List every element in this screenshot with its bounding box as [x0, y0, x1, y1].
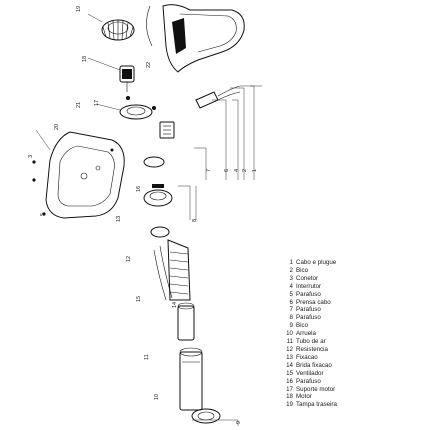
callout-14: 14 [172, 302, 178, 308]
legend-item-number: 19 [286, 401, 293, 409]
callout-18: 18 [82, 56, 88, 62]
callout-7: 7 [206, 169, 212, 172]
legend-item-label: Bico [296, 322, 309, 330]
part-resistance [150, 226, 191, 301]
legend-item-number: 2 [289, 266, 293, 274]
callout-21: 21 [76, 102, 82, 108]
callout-labels: 19 18 22 21 17 20 3 5 16 13 12 15 14 11 … [28, 6, 258, 424]
legend-item-label: Ventilador [296, 369, 324, 377]
legend-item-number: 9 [289, 322, 293, 330]
part-handle-half [35, 129, 125, 219]
callout-12: 12 [126, 256, 132, 262]
legend-item-label: Tubo de ar [296, 338, 326, 346]
part-fan [143, 156, 173, 207]
legend-item-number: 5 [289, 290, 293, 298]
legend-item-number: 18 [286, 393, 293, 401]
callout-6: 6 [224, 169, 230, 172]
legend-item-label: Tampa traseira [296, 401, 337, 409]
callout-13: 13 [116, 216, 122, 222]
part-screws-left [32, 160, 46, 216]
legend-item-label: Interrutor [296, 282, 322, 290]
part-washer [191, 408, 221, 424]
part-motor [87, 57, 135, 92]
legend-item-number: 12 [286, 345, 293, 353]
legend-item-number: 8 [289, 314, 293, 322]
callout-16: 16 [136, 186, 142, 192]
callout-11: 11 [144, 354, 150, 360]
legend-item-label: Parafuso [296, 290, 321, 298]
legend-item-number: 4 [289, 282, 293, 290]
callout-9: 9 [236, 421, 242, 424]
legend-item-number: 7 [289, 306, 293, 314]
legend-item-label: Parafuso [296, 377, 321, 385]
legend-item-label: Conetor [296, 274, 319, 282]
legend-item-number: 17 [286, 385, 293, 393]
legend-item-label: Fixacao [296, 353, 318, 361]
legend-item-label: Prensa cabo [296, 298, 331, 306]
part-cable-plug [195, 85, 262, 109]
part-nozzle [179, 347, 203, 411]
legend-item-label: Arruela [296, 330, 316, 338]
part-switch [159, 121, 175, 139]
callout-15: 15 [136, 296, 142, 302]
legend-item-number: 6 [289, 298, 293, 306]
legend-item-number: 14 [286, 361, 293, 369]
legend-item-label: Parafuso [296, 306, 321, 314]
legend-item-label: Cabo e plugue [296, 259, 337, 266]
callout-2: 2 [242, 169, 248, 172]
callout-8: 8 [192, 219, 198, 222]
callout-20: 20 [54, 124, 60, 130]
part-handle-assembly [146, 4, 245, 73]
legend-item-label: Motor [296, 393, 312, 401]
part-motor-support [95, 96, 156, 120]
part-air-tube [177, 302, 195, 341]
callout-5: 5 [40, 213, 46, 216]
callout-17: 17 [94, 100, 100, 106]
legend-item-number: 3 [289, 274, 293, 282]
legend-item-number: 11 [286, 338, 293, 346]
legend-item-label: Resistencia [296, 345, 328, 353]
legend-item-number: 15 [286, 369, 293, 377]
callout-4: 4 [234, 169, 240, 172]
callout-3: 3 [28, 155, 34, 158]
callout-22: 22 [146, 62, 152, 68]
callout-10: 10 [154, 394, 160, 400]
legend-item-label: Brida fixacao [296, 361, 332, 369]
part-rear-cap [87, 13, 135, 41]
legend-item-number: 13 [286, 353, 293, 361]
leader-brackets [178, 85, 255, 426]
legend-item-label: Suporte motor [296, 385, 336, 393]
legend-item-label: Parafuso [296, 314, 321, 322]
callout-19: 19 [76, 6, 82, 12]
legend-item-number: 16 [286, 377, 293, 385]
legend-item-number: 10 [286, 330, 293, 338]
legend-item-number: 1 [289, 259, 293, 266]
callout-1: 1 [252, 169, 258, 172]
legend-item-label: Bico [296, 266, 309, 274]
